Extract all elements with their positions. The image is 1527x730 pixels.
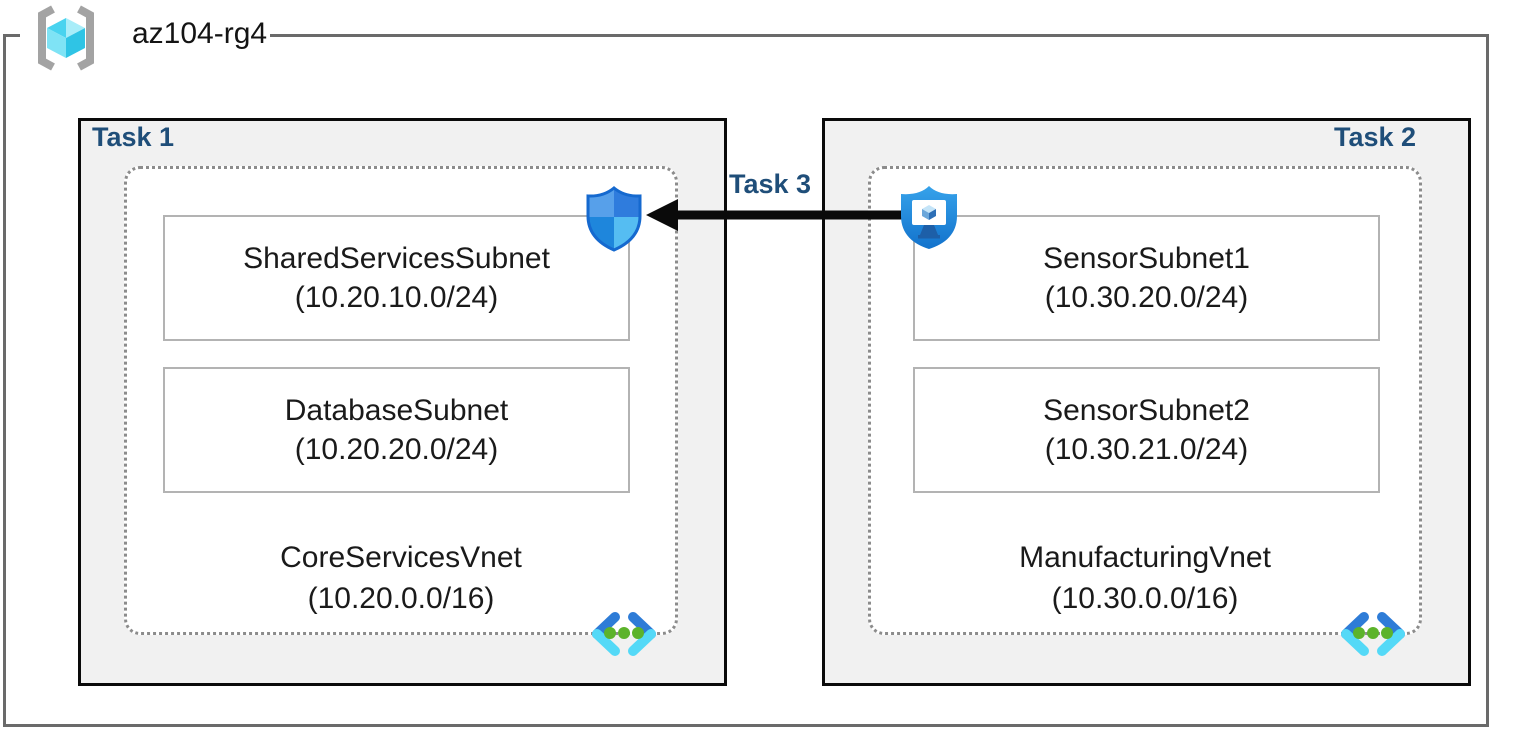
subnet-cidr: (10.30.21.0/24) <box>1044 433 1249 466</box>
resource-group-icon <box>38 5 94 71</box>
task3-label: Task 3 <box>728 169 812 199</box>
subnet-box-sensor1: SensorSubnet1 (10.30.20.0/24) <box>913 215 1380 341</box>
subnet-cidr: (10.30.20.0/24) <box>1044 281 1249 314</box>
vnet-cidr: (10.20.0.0/16) <box>307 582 495 615</box>
subnet-name: SensorSubnet2 <box>1043 394 1250 427</box>
vnet-name: ManufacturingVnet <box>1019 541 1271 574</box>
vnet-cidr: (10.30.0.0/16) <box>1051 582 1239 615</box>
resource-group-title: az104-rg4 <box>132 17 268 50</box>
defender-quadrant-shield-icon <box>586 186 642 252</box>
subnet-cidr: (10.20.20.0/24) <box>294 433 499 466</box>
subnet-box-sensor2: SensorSubnet2 (10.30.21.0/24) <box>913 367 1380 493</box>
defender-monitor-shield-icon <box>901 186 957 249</box>
vnet-core-services-label: CoreServicesVnet (10.20.0.0/16) <box>124 537 678 619</box>
vnet-name: CoreServicesVnet <box>280 541 522 574</box>
task3-arrow <box>646 199 928 231</box>
subnet-cidr: (10.20.10.0/24) <box>294 281 499 314</box>
subnet-name: SensorSubnet1 <box>1043 242 1250 275</box>
virtual-network-icon <box>592 612 656 656</box>
subnet-name: SharedServicesSubnet <box>243 242 550 275</box>
vnet-manufacturing-label: ManufacturingVnet (10.30.0.0/16) <box>868 537 1422 619</box>
subnet-box-sharedservices: SharedServicesSubnet (10.20.10.0/24) <box>163 215 630 341</box>
virtual-network-icon <box>1341 612 1405 656</box>
task2-label: Task 2 <box>1334 122 1417 152</box>
subnet-box-database: DatabaseSubnet (10.20.20.0/24) <box>163 367 630 493</box>
subnet-name: DatabaseSubnet <box>284 394 509 427</box>
task1-label: Task 1 <box>92 122 175 152</box>
